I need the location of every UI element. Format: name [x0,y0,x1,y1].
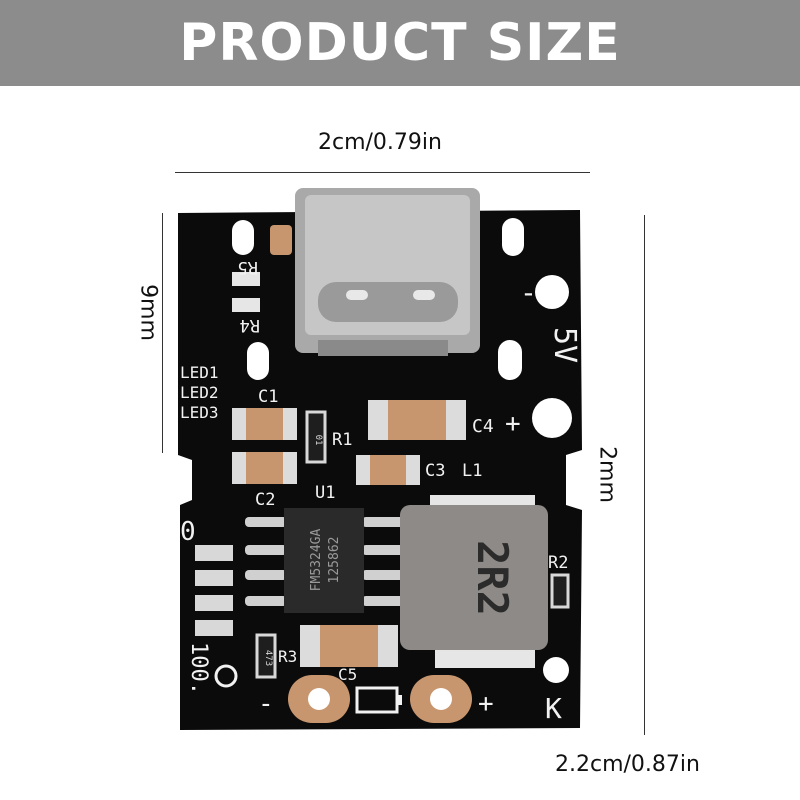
ic-u1 [245,508,404,613]
top-width-label: 2cm/0.79in [318,130,442,155]
label-c3: C3 [425,461,445,481]
label-chip-line1: FM5324GA [309,529,324,592]
hole-right-bottom [543,657,569,683]
title-banner: PRODUCT SIZE [0,0,800,86]
label-c4: C4 [472,416,494,437]
right-dimension-line [644,215,645,735]
label-c2: C2 [255,490,275,510]
label-c5: C5 [338,665,357,684]
pad-r5 [270,225,292,255]
slot-mid-right [498,340,522,380]
label-minus-top: - [520,276,537,309]
label-r1: R1 [332,430,352,450]
led-1 [195,545,233,561]
pad-r4b [232,298,260,312]
inductor-l1 [400,495,548,668]
capacitor-c2 [232,452,297,484]
bottom-width-label: 2.2cm/0.87in [555,752,700,777]
label-chip-line2: 125862 [327,537,342,584]
label-led3: LED3 [180,403,219,422]
resistor-r3 [255,633,277,679]
slot-top-left [232,220,254,255]
usb-c-connector [295,188,480,356]
capacitor-c4 [368,400,466,440]
led-2 [195,570,233,586]
label-r3: R3 [278,647,297,666]
label-r3-value: 473 [263,650,273,666]
pad-r4 [232,272,260,286]
capacitor-c5 [300,625,398,667]
label-u1: U1 [315,483,335,503]
battery-pad-minus [288,675,350,723]
label-r4: R4 [240,315,260,335]
label-plus-mid: + [505,409,521,439]
label-zero: 0 [180,517,196,547]
label-c1: C1 [258,387,278,407]
hole-right-mid [532,398,572,438]
resistor-r1 [305,410,327,464]
slot-mid-left [247,342,269,380]
label-led2: LED2 [180,383,219,402]
silk-circle-zero [214,664,238,688]
label-r5: R5 [238,257,258,277]
led-4 [195,620,233,636]
battery-pad-plus [410,675,472,723]
led-3 [195,595,233,611]
slot-top-right [502,218,524,256]
label-five-v: 5V [547,327,582,363]
battery-symbol-tip [397,695,402,705]
label-l1: L1 [462,461,482,481]
top-dimension-line [175,172,590,173]
label-inductor: 2R2 [468,540,517,616]
banner-title: PRODUCT SIZE [179,13,621,73]
label-hundred: 100. [186,642,211,695]
capacitor-c1 [232,408,297,440]
label-k: K [545,692,562,725]
left-dimension-line [162,213,163,453]
label-led1: LED1 [180,363,219,382]
resistor-r2 [550,573,570,609]
capacitor-c3 [356,455,420,485]
label-r1-value: 01 [313,435,323,446]
hole-right-top [535,275,569,309]
label-plus-bottom: + [478,689,494,719]
label-minus-bottom: - [258,689,274,719]
label-r2: R2 [548,553,568,573]
